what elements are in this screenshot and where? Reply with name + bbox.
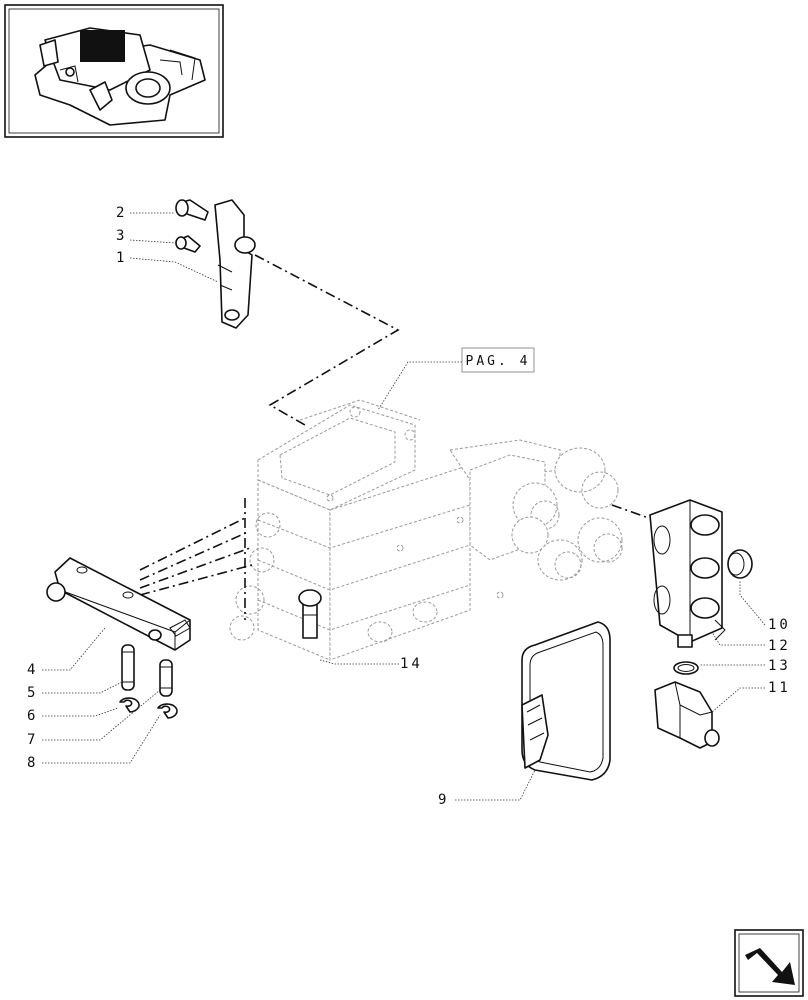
- callout-2: 2: [116, 205, 127, 221]
- part-connector[interactable]: [654, 681, 720, 749]
- leader-lines: [42, 212, 766, 801]
- part-o-ring[interactable]: [673, 661, 699, 675]
- part-linkage-bar[interactable]: [46, 557, 191, 651]
- callout-3: 3: [116, 228, 127, 244]
- callout-8: 8: [27, 755, 38, 771]
- page-reference-label: PAG. 4: [466, 354, 531, 369]
- part-clip-right[interactable]: [157, 703, 178, 719]
- part-pin-left[interactable]: [121, 644, 135, 691]
- thumbnail-assembly-image: [34, 27, 206, 126]
- part-cable-loop[interactable]: [521, 621, 611, 781]
- part-cap[interactable]: [727, 549, 753, 579]
- next-page-arrow-icon[interactable]: [734, 929, 804, 997]
- part-bolt[interactable]: [298, 589, 322, 639]
- callout-labels: 2 3 1 4 5 6 7 8 9 14 10 12 13 11: [27, 205, 791, 808]
- callout-5: 5: [27, 685, 38, 701]
- callout-10: 10: [768, 617, 791, 633]
- callout-6: 6: [27, 708, 38, 724]
- page-reference-box[interactable]: PAG. 4: [461, 347, 535, 373]
- callout-7: 7: [27, 732, 38, 748]
- part-bracket-lever[interactable]: [214, 199, 256, 329]
- callout-11: 11: [768, 680, 791, 696]
- callout-4: 4: [27, 662, 38, 678]
- valve-block-ghost: [229, 399, 623, 661]
- part-small-screw[interactable]: [175, 235, 201, 253]
- callout-13: 13: [768, 658, 791, 674]
- callout-9: 9: [438, 792, 449, 808]
- callout-14: 14: [400, 656, 423, 672]
- part-clip-left[interactable]: [119, 697, 140, 713]
- page-reference-leader: [377, 361, 462, 411]
- part-pin-right[interactable]: [159, 659, 173, 697]
- callout-12: 12: [768, 638, 791, 654]
- part-switch-housing[interactable]: [649, 499, 726, 648]
- part-screw[interactable]: [175, 199, 209, 221]
- callout-1: 1: [116, 250, 127, 266]
